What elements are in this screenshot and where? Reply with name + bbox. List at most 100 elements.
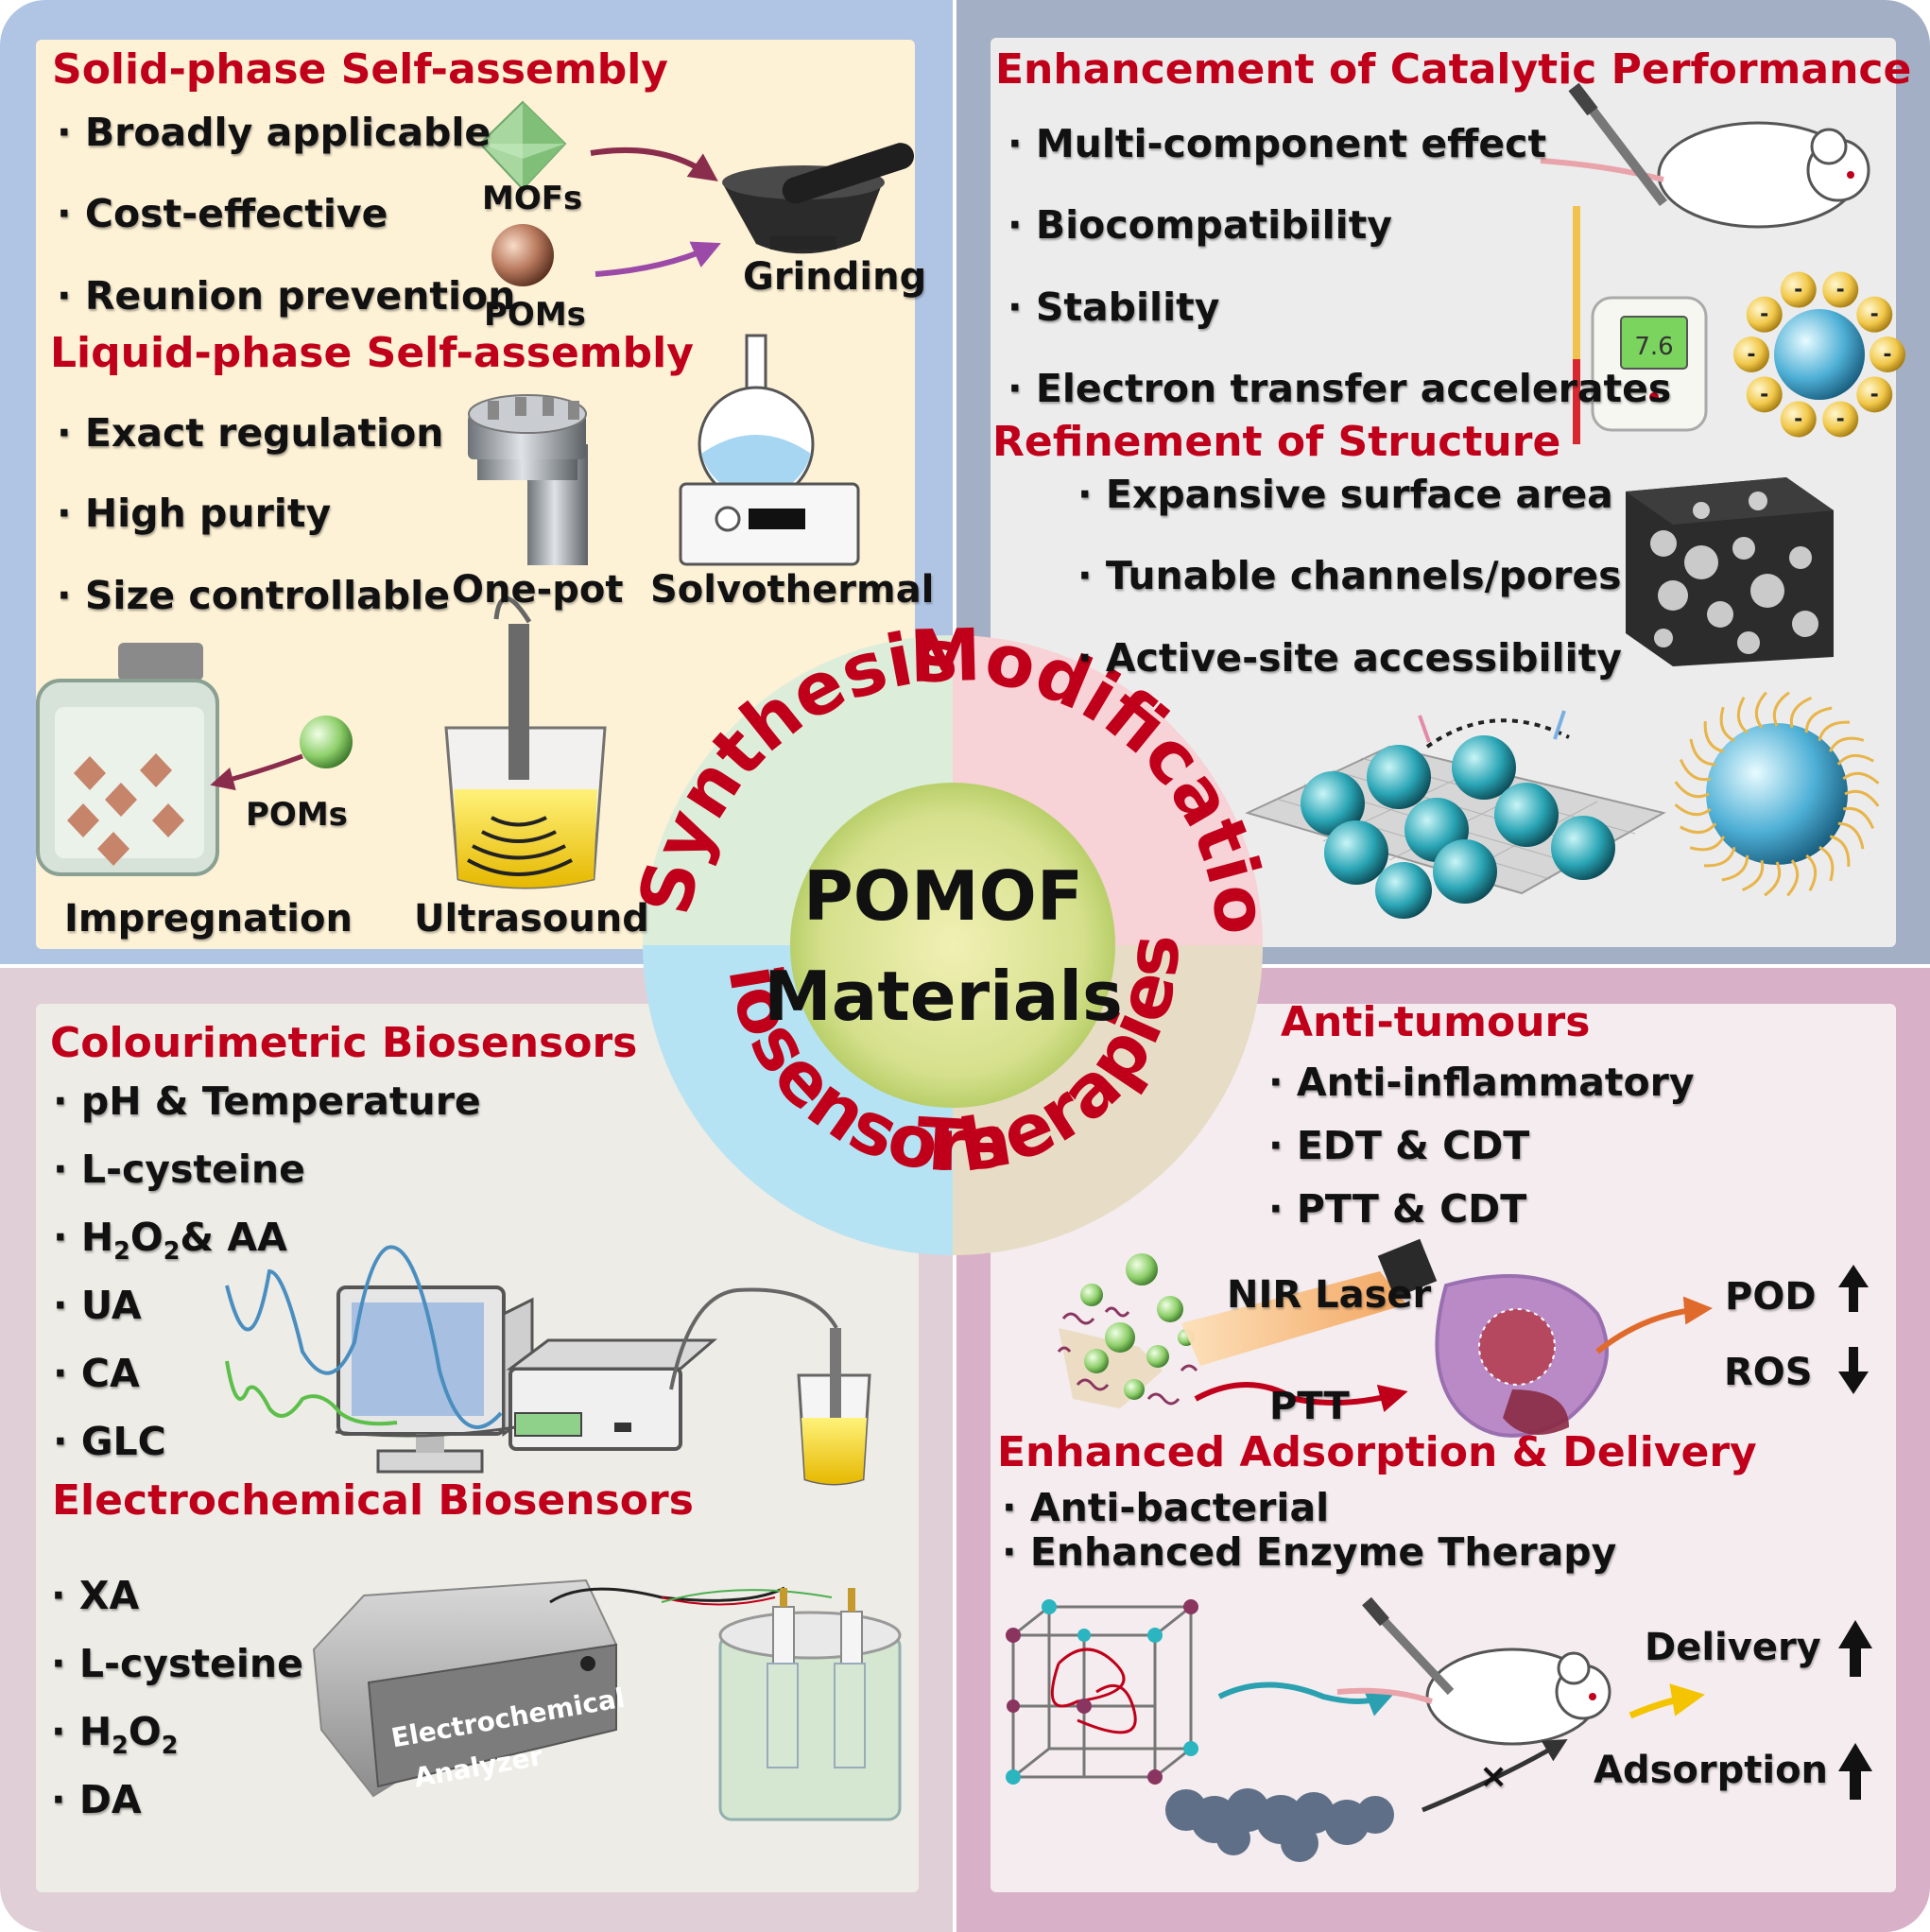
charge-sign: - [1747,343,1755,367]
liquid-phase-heading: Liquid-phase Self-assembly [50,329,694,377]
charge-sign: - [1836,407,1845,431]
adsorption-item-1: · Anti-bacterial [1002,1485,1330,1530]
poms-label-impregnation: POMs [246,796,348,834]
ultrasound-label: Ultrasound [414,897,649,940]
catalytic-item-1: · Multi-component effect [1008,121,1547,166]
coating-strand [1703,846,1736,868]
spectrometer-icon [506,1338,718,1451]
pom-ball-icon [300,716,353,768]
ph-meter-icon: 7.6 [1591,296,1708,432]
coating-strand [1805,854,1818,891]
ph-reading: 7.6 [1634,333,1673,361]
delivery-arrow-up-icon [1838,1620,1872,1677]
coated-sphere-icon [1674,691,1880,897]
electro-item-3: · H2O2 [51,1709,179,1759]
coating-strand [1842,806,1875,830]
center-title-line1: POMOF [802,856,1083,936]
ptt-label: PTT [1269,1385,1350,1428]
charge-sign: - [1870,303,1879,327]
analyzer-box-icon [312,1578,618,1798]
colour-item-6: · GLC [53,1419,166,1464]
onepot-label: One-pot [452,568,624,612]
coating-strand [1772,691,1790,727]
charge-bead [1733,336,1769,372]
charge-bead [1822,401,1859,438]
coating-strand [1680,822,1717,835]
computer-icon [336,1285,534,1474]
coating-strand [1689,738,1716,767]
spectrum-blue-curve [225,1245,503,1429]
octahedron-icon [478,100,567,191]
coating-strand [1818,845,1835,882]
monitor-cable [335,1425,516,1438]
catalytic-item-3: · Stability [1008,285,1220,330]
porous-cube-icon [1626,477,1834,666]
liquid-item-3: · Size controllable [57,573,451,618]
catalytic-item-4: · Electron transfer accelerates [1008,366,1672,411]
colour-item-3: · H2O2& AA [53,1215,287,1265]
charge-sign: - [1760,383,1768,406]
coating-strand [1844,789,1880,807]
coating-strand [1804,706,1833,733]
delivery-label: Delivery [1645,1626,1821,1669]
structure-item-1: · Expansive surface area [1077,472,1613,517]
coating-strand [1741,859,1765,892]
probe-cable [669,1287,838,1390]
autoclave-icon [468,394,588,565]
charge-sign: - [1794,279,1802,302]
coating-strand [1818,720,1851,742]
adsorption-label: Adsorption [1594,1749,1829,1792]
colourimetric-heading: Colourimetric Biosensors [50,1019,638,1067]
ros-label: ROS [1724,1351,1813,1394]
arrow-poms-to-jar [210,753,303,791]
coating-strand [1736,697,1749,734]
charge-bead [1856,376,1893,413]
coating-strand [1836,753,1874,766]
structure-item-2: · Tunable channels/pores [1077,553,1622,598]
arrow-to-pod [1595,1296,1713,1354]
ultrasound-beaker-icon [444,595,607,889]
blocked-cross-mark: × [1479,1757,1508,1796]
spectrum-green-curve [225,1360,398,1426]
coating-strand [1754,691,1767,729]
colour-item-1: · pH & Temperature [53,1078,481,1124]
charge-bead [1746,296,1783,333]
charge-sign: - [1883,343,1891,367]
coating-strand [1842,771,1880,785]
tumour-item-1: · Anti-inflammatory [1268,1060,1695,1105]
coating-strand [1703,720,1725,753]
arrow-to-delivery [1628,1683,1705,1719]
coating-strand [1786,859,1800,897]
charge-bead [1870,336,1905,372]
solid-item-2: · Cost-effective [57,191,388,236]
mouse-syringe-icon-bottom [1336,1596,1611,1746]
adsorption-arrow-up-icon [1838,1743,1872,1800]
pod-arrow-up-icon [1838,1265,1869,1312]
catalytic-heading: Enhancement of Catalytic Performance [995,45,1912,94]
grinding-label: Grinding [743,255,927,299]
arrow-poms-to-grinding [595,241,721,277]
tumour-cell-icon [1435,1274,1609,1438]
charge-bead [1822,271,1859,308]
mortar-pestle-icon [722,143,915,254]
arrow-ptt [1194,1382,1408,1413]
mouse-syringe-icon-top [1540,82,1870,229]
flask-hotplate-icon [679,334,860,566]
colour-item-5: · CA [53,1351,140,1396]
thermometer-icon [1573,206,1580,444]
tumour-item-2: · EDT & CDT [1268,1123,1530,1168]
coating-strand [1689,836,1726,852]
mofs-label: MOFs [482,180,583,217]
tumour-item-3: · PTT & CDT [1268,1186,1527,1232]
colour-item-4: · UA [53,1283,142,1328]
structure-item-3: · Active-site accessibility [1077,635,1623,681]
charge-sign: - [1870,383,1879,406]
electro-item-1: · XA [51,1573,140,1618]
poms-label: POMs [484,296,586,334]
charge-bead [1746,376,1783,413]
charge-sign: - [1836,279,1845,302]
liquid-item-1: · Exact regulation [57,410,444,456]
adsorption-item-2: · Enhanced Enzyme Therapy [1002,1529,1617,1575]
sphere-icon [491,224,554,286]
